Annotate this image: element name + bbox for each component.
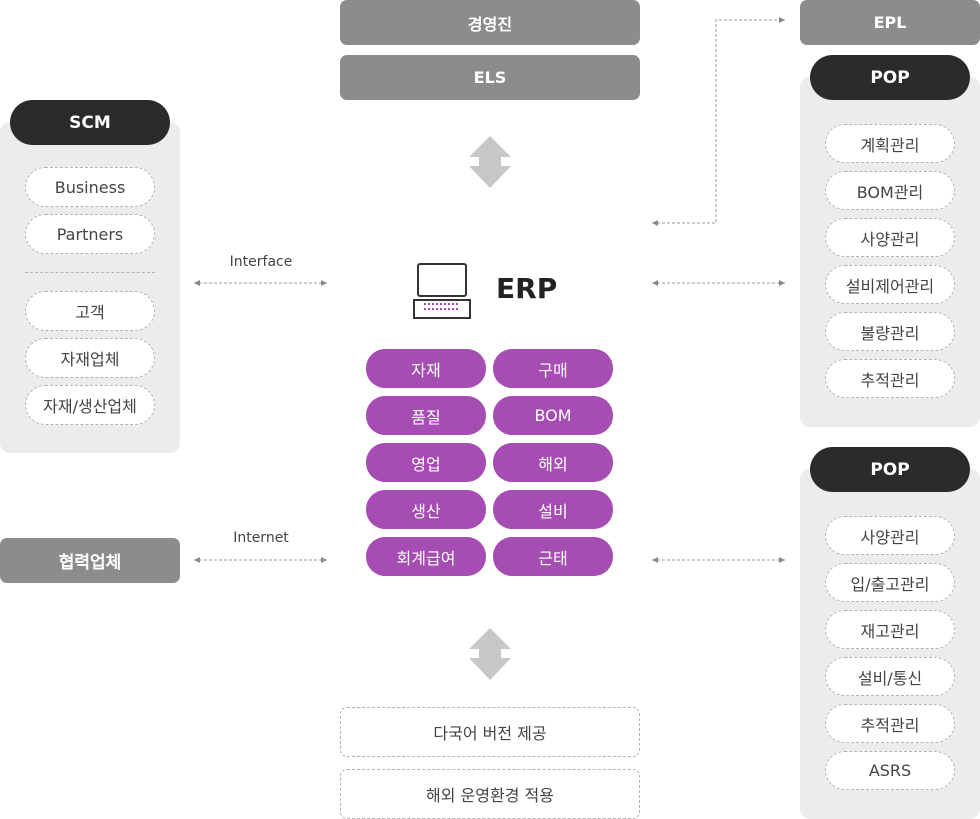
executive-label: 경영진	[467, 14, 513, 34]
scm-item: Partners	[25, 214, 155, 254]
erp-module: 영업	[366, 443, 486, 482]
scm-item-label: 자재/생산업체	[43, 397, 137, 416]
els-box: ELS	[340, 55, 640, 100]
pop2-title: POP	[810, 447, 970, 492]
erp-module: 근태	[493, 537, 613, 576]
internet-label: Internet	[233, 530, 289, 546]
erp-module: 해외	[493, 443, 613, 482]
scm-item-label: Partners	[56, 224, 124, 244]
erp-module: 자재	[366, 349, 486, 388]
els-erp-double-arrow	[469, 136, 511, 188]
pop2-item-label: ASRS	[868, 761, 912, 780]
overseas-label: 해외 운영환경 적용	[426, 786, 554, 805]
scm-divider	[25, 272, 155, 273]
pop1-item: 계획관리	[825, 124, 955, 163]
pop1-item-label: BOM관리	[856, 182, 924, 202]
scm-title: SCM	[10, 100, 170, 145]
pop1-item-label: 설비제어관리	[845, 276, 935, 296]
partner-label: 협력업체	[58, 553, 122, 573]
scm-item: 자재/생산업체	[25, 385, 155, 425]
pop2-item: 설비/통신	[825, 657, 955, 696]
pop2-item-label: 설비/통신	[857, 668, 923, 688]
erp-title: ERP	[496, 272, 558, 305]
erp-module: BOM	[493, 396, 613, 435]
pop1-item: 사양관리	[825, 218, 955, 257]
epl-label: EPL	[873, 13, 907, 32]
scm-item-label: 자재업체	[60, 350, 120, 369]
scm-item: Business	[25, 167, 155, 207]
pop1-item: 설비제어관리	[825, 265, 955, 304]
pop2-item: ASRS	[825, 751, 955, 790]
pop2-item-label: 추적관리	[860, 715, 920, 735]
interface-label: Interface	[229, 254, 293, 270]
pop2-item: 추적관리	[825, 704, 955, 743]
erp-module: 품질	[366, 396, 486, 435]
erp-module: 구매	[493, 349, 613, 388]
erp-module: 생산	[366, 490, 486, 529]
erp-module: 설비	[493, 490, 613, 529]
pop2-title-label: POP	[870, 459, 910, 480]
scm-title-label: SCM	[69, 112, 111, 133]
epl-box: EPL	[800, 0, 980, 45]
erp-bottom-double-arrow	[469, 628, 511, 680]
pop1-item: BOM관리	[825, 171, 955, 210]
pop1-item-label: 추적관리	[860, 370, 920, 390]
pop1-title-label: POP	[870, 67, 910, 88]
pop1-item: 추적관리	[825, 359, 955, 398]
multilang-box: 다국어 버전 제공	[340, 707, 640, 757]
pop2-item: 사양관리	[825, 516, 955, 555]
pop2-item-label: 사양관리	[860, 527, 920, 547]
pop2-item-label: 재고관리	[860, 621, 920, 641]
overseas-box: 해외 운영환경 적용	[340, 769, 640, 819]
laptop-icon	[413, 263, 471, 319]
scm-item: 자재업체	[25, 338, 155, 378]
executive-box: 경영진	[340, 0, 640, 45]
partner-box: 협력업체	[0, 538, 180, 583]
pop2-item: 입/출고관리	[825, 563, 955, 602]
pop1-title: POP	[810, 55, 970, 100]
pop1-item: 불량관리	[825, 312, 955, 351]
scm-item-label: Business	[54, 177, 126, 197]
pop2-item-label: 입/출고관리	[850, 574, 930, 594]
els-label: ELS	[473, 68, 507, 87]
multilang-label: 다국어 버전 제공	[433, 724, 547, 743]
epl-connector	[652, 17, 785, 226]
pop1-item-label: 사양관리	[860, 229, 920, 249]
pop2-item: 재고관리	[825, 610, 955, 649]
erp-module: 회계급여	[366, 537, 486, 576]
scm-item-label: 고객	[75, 303, 105, 322]
pop1-item-label: 계획관리	[860, 135, 920, 155]
pop1-item-label: 불량관리	[860, 323, 920, 343]
scm-item: 고객	[25, 291, 155, 331]
